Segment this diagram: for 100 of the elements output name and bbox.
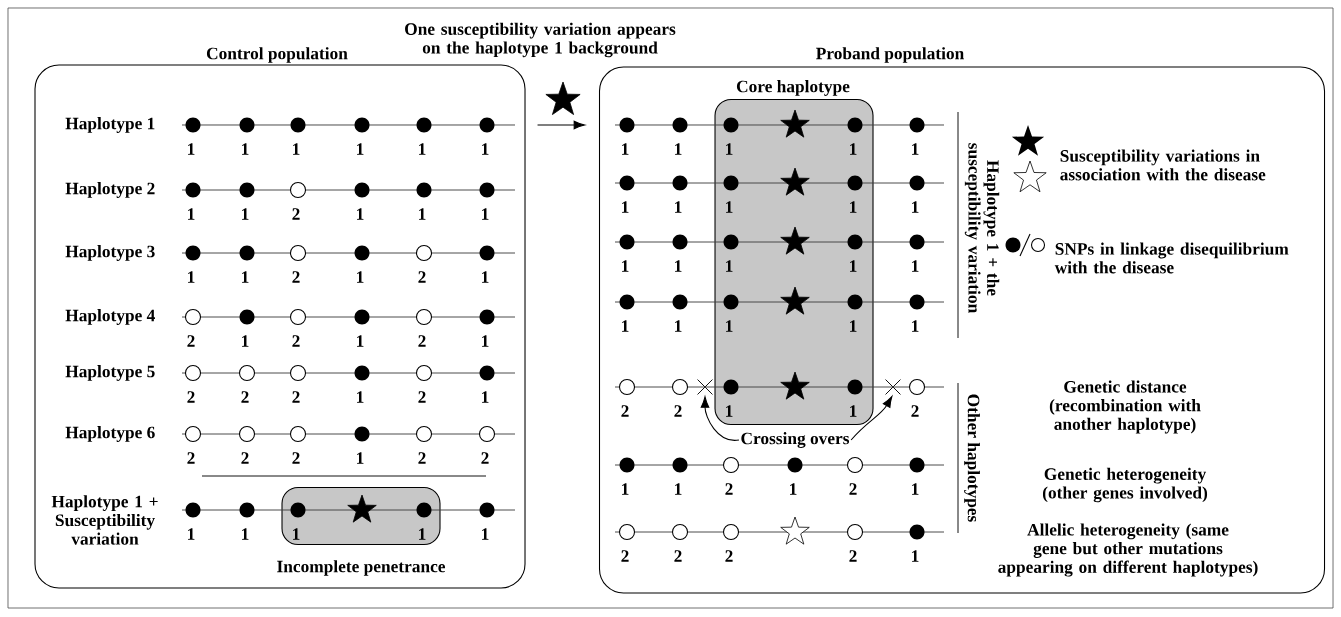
allele-number: 2	[674, 405, 682, 417]
allele-number: 1	[726, 405, 733, 417]
allele-number: 2	[292, 452, 300, 464]
arrow	[537, 120, 586, 130]
allele-number: 1	[419, 208, 426, 220]
allele-number: 1	[622, 201, 629, 213]
allele-number: 2	[725, 483, 733, 495]
allele-number: 2	[418, 335, 426, 347]
allele-number: 2	[187, 452, 195, 464]
allele-number: 1	[357, 271, 364, 283]
allele-number: 1	[850, 320, 857, 332]
allele-number: 1	[622, 143, 629, 155]
allele-number: 2	[241, 391, 249, 403]
allele-number: 1	[482, 335, 489, 347]
row-label: Haplotype 1 + Susceptibility variation	[51, 495, 158, 545]
allele-number: 2	[418, 452, 426, 464]
allele-number: 2	[292, 271, 300, 283]
allele-number: 1	[675, 201, 682, 213]
legend-text: SNPs in linkage disequilibrium with the disease	[1054, 242, 1289, 274]
allele-number: 2	[187, 335, 195, 347]
allele-number: 1	[357, 452, 364, 464]
allele-number: 1	[912, 483, 919, 495]
description-text: Genetic heterogeneity (other genes involved)	[1042, 467, 1208, 503]
allele-number: 1	[850, 201, 857, 213]
allele-number: 1	[850, 143, 857, 155]
allele-number: 1	[242, 271, 249, 283]
row-label: Haplotype 2	[65, 182, 155, 198]
allele-number: 1	[419, 143, 426, 155]
allele-number: 2	[292, 208, 300, 220]
allele-number: 2	[674, 550, 682, 562]
allele-number: 1	[188, 271, 195, 283]
description-text: Allelic heterogeneity (same gene but other mutations appearing on different haplotypes)	[998, 523, 1258, 577]
allele-number: 1	[188, 208, 195, 220]
allele-number: 1	[675, 483, 682, 495]
leader-line	[700, 396, 740, 441]
allele-number: 1	[293, 528, 300, 540]
allele-number: 2	[241, 452, 249, 464]
node-label: Proband population	[816, 47, 964, 63]
allele-number: 1	[419, 528, 426, 540]
allele-number: 1	[726, 320, 733, 332]
allele-number: 1	[912, 550, 919, 562]
row-label: Haplotype 6	[65, 426, 155, 442]
allele-number: 2	[725, 550, 733, 562]
annotation-text: Crossing overs	[741, 432, 850, 448]
allele-number: 1	[242, 335, 249, 347]
description-text: Genetic distance (recombination with another haplotype)	[1049, 380, 1201, 434]
row-label: Haplotype 3	[65, 245, 155, 261]
allele-number: 1	[912, 320, 919, 332]
allele-number: 1	[482, 143, 489, 155]
allele-number: 1	[293, 143, 300, 155]
allele-number: 1	[850, 405, 857, 417]
crossover-mark	[697, 379, 713, 395]
allele-number: 1	[357, 335, 364, 347]
allele-number: 1	[726, 201, 733, 213]
allele-number: 1	[482, 528, 489, 540]
row-label: Haplotype 4	[65, 309, 155, 325]
allele-number: 2	[621, 405, 629, 417]
allele-number: 1	[912, 260, 919, 272]
allele-number: 1	[622, 260, 629, 272]
node-label: Control population	[206, 47, 348, 63]
allele-number: 1	[912, 201, 919, 213]
allele-number: 2	[187, 391, 195, 403]
row-label: Haplotype 1	[65, 117, 155, 133]
allele-number: 2	[418, 271, 426, 283]
allele-number: 1	[357, 143, 364, 155]
allele-number: 1	[188, 528, 195, 540]
allele-number: 1	[482, 391, 489, 403]
leader-line	[850, 395, 893, 441]
allele-number: 1	[622, 320, 629, 332]
allele-number: 1	[357, 391, 364, 403]
allele-number: 1	[482, 271, 489, 283]
allele-number: 1	[675, 143, 682, 155]
node-label: Incomplete penetrance	[277, 560, 446, 576]
edge-label: One susceptibility variation appears on the haplotype 1 background	[405, 22, 676, 58]
allele-number: 1	[726, 143, 733, 155]
allele-number: 2	[418, 391, 426, 403]
allele-number: 2	[911, 405, 919, 417]
allele-number: 1	[622, 483, 629, 495]
group-label: Other haplotypes	[964, 394, 980, 522]
allele-number: 2	[849, 550, 857, 562]
allele-number: 1	[242, 208, 249, 220]
row-label: Haplotype 5	[65, 365, 155, 381]
legend-text: Susceptibility variations in association with the disease	[1060, 149, 1266, 181]
allele-number: 2	[292, 391, 300, 403]
allele-number: 1	[790, 483, 797, 495]
allele-number: 1	[188, 143, 195, 155]
group-label: Haplotype 1 + the susceptibility variation	[964, 143, 1000, 313]
allele-number: 1	[357, 208, 364, 220]
node-label: Core haplotype	[736, 80, 850, 96]
allele-number: 1	[726, 260, 733, 272]
allele-number: 2	[481, 452, 489, 464]
allele-number: 1	[675, 320, 682, 332]
allele-number: 1	[675, 260, 682, 272]
allele-number: 2	[292, 335, 300, 347]
allele-number: 1	[850, 260, 857, 272]
allele-number: 1	[242, 143, 249, 155]
allele-number: 2	[849, 483, 857, 495]
crossover-mark	[885, 379, 901, 395]
allele-number: 2	[621, 550, 629, 562]
allele-number: 1	[242, 528, 249, 540]
